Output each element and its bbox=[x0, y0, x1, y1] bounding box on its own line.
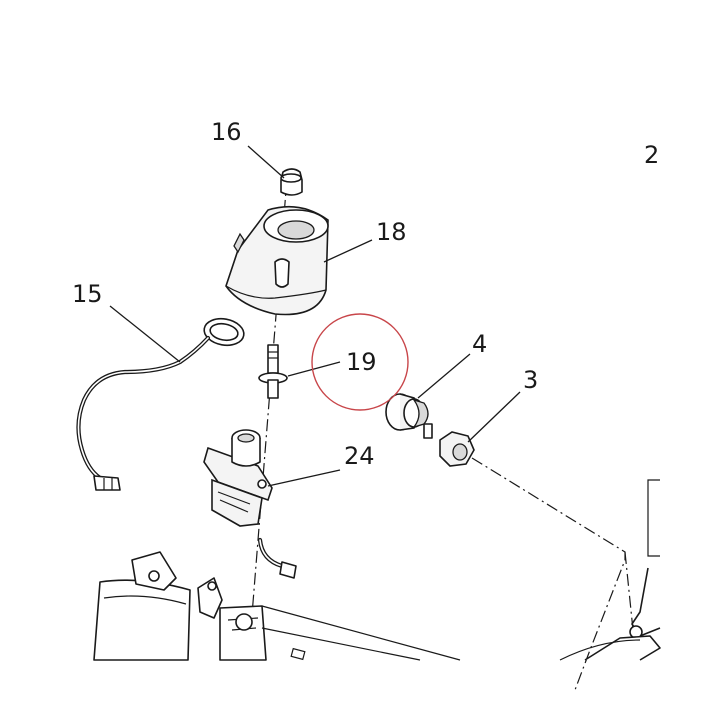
callout-24: 24 bbox=[344, 442, 375, 470]
callout-19: 19 bbox=[346, 348, 377, 376]
part-24-switch-bracket[interactable] bbox=[203, 429, 341, 579]
part-15-wire-harness[interactable] bbox=[76, 305, 246, 491]
part-4-bushing[interactable] bbox=[385, 353, 471, 439]
callout-labels: 16 18 15 19 4 3 24 2 bbox=[72, 118, 659, 470]
callout-2: 2 bbox=[644, 141, 659, 169]
part-16-cap[interactable] bbox=[280, 168, 303, 196]
callout-16: 16 bbox=[211, 118, 242, 146]
callout-15: 15 bbox=[72, 280, 103, 308]
callout-18: 18 bbox=[376, 218, 407, 246]
part-2-bracket[interactable] bbox=[584, 479, 661, 661]
part-19-pin[interactable] bbox=[258, 344, 341, 399]
callout-4: 4 bbox=[472, 330, 487, 358]
leader-16 bbox=[247, 145, 285, 179]
base-assembly bbox=[93, 551, 641, 661]
part-18-cone-housing[interactable] bbox=[225, 205, 373, 316]
highlight-circle-19 bbox=[311, 313, 409, 411]
part-3-nut[interactable] bbox=[439, 391, 521, 467]
callout-3: 3 bbox=[523, 366, 538, 394]
